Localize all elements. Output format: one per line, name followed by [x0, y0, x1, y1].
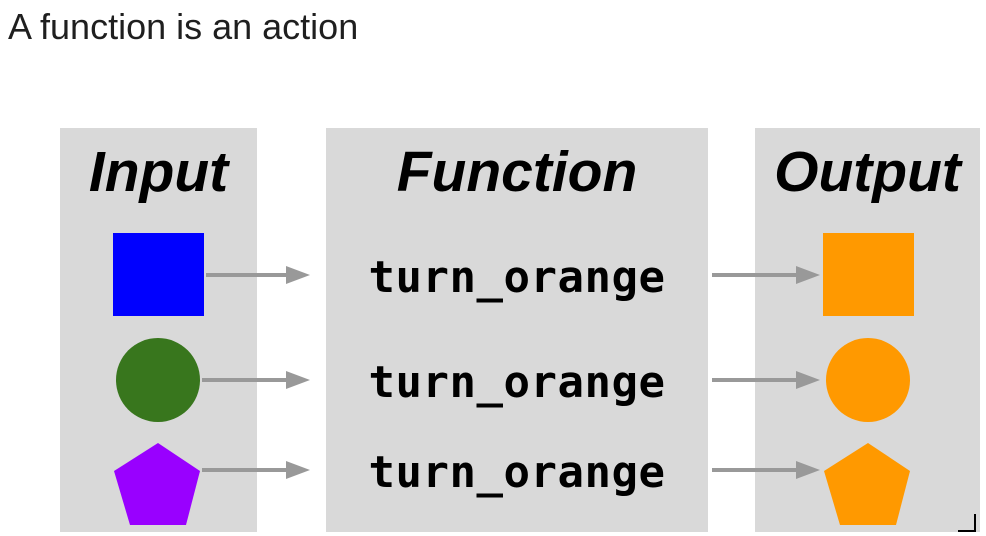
function-panel: Function turn_orange turn_orange turn_or… — [326, 128, 708, 532]
input-panel: Input — [60, 128, 257, 532]
function-label-row-3: turn_orange — [368, 447, 666, 498]
function-label-row-2: turn_orange — [368, 357, 666, 408]
output-heading: Output — [774, 140, 961, 204]
slide-title: A function is an action — [8, 6, 359, 47]
function-heading: Function — [396, 140, 638, 204]
output-panel: Output — [755, 128, 980, 532]
slide-corner-mark — [958, 514, 976, 532]
input-heading: Input — [88, 140, 229, 204]
function-label-row-1: turn_orange — [368, 252, 666, 303]
